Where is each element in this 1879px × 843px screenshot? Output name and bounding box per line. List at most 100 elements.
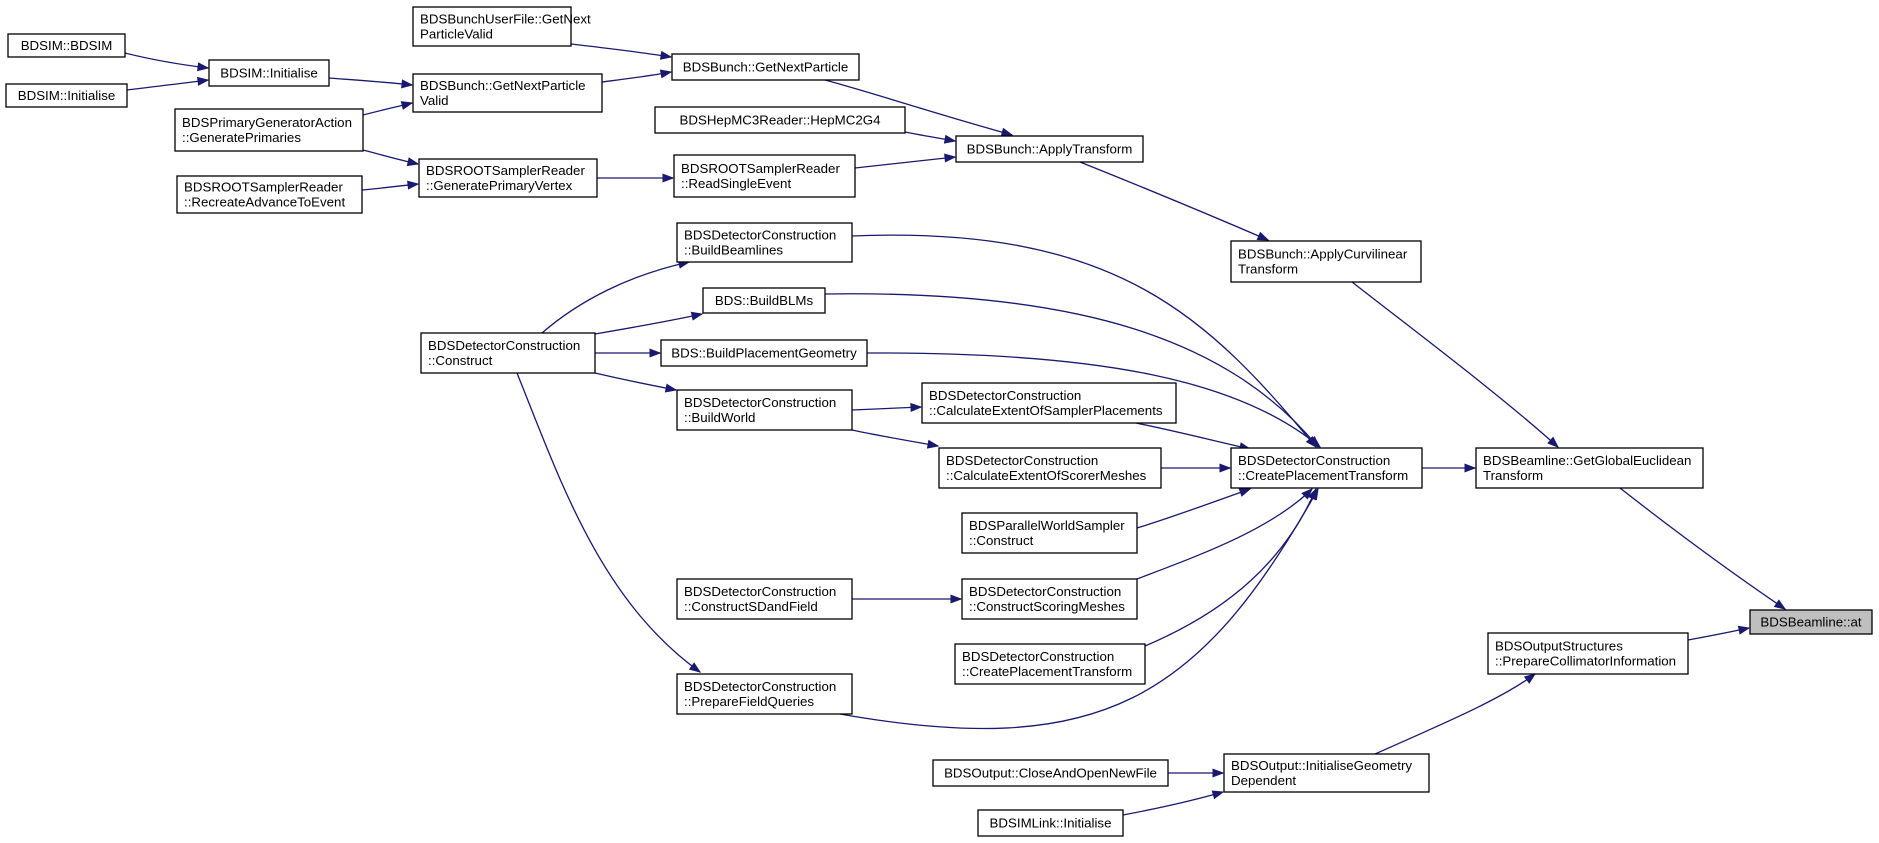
edge-dc_calcscorer-to-dc_createplacement (1161, 463, 1232, 473)
node-bds_buildblms[interactable]: BDS::BuildBLMs (702, 287, 826, 314)
node-box (954, 643, 1146, 685)
node-box (961, 578, 1138, 620)
edge-arrowhead (1773, 599, 1787, 610)
node-box (7, 33, 126, 58)
node-label-line: BDS::BuildPlacementGeometry (671, 346, 857, 361)
node-label-line: ::PrepareCollimatorInformation (1495, 654, 1676, 669)
node-dc_preparefield[interactable]: BDSDetectorConstruction::PrepareFieldQue… (676, 673, 853, 715)
node-bunch_applytransform[interactable]: BDSBunch::ApplyTransform (955, 135, 1144, 163)
edge-arrowhead (401, 79, 414, 89)
node-label-line: ::PrepareFieldQueries (684, 694, 814, 709)
node-box (5, 83, 128, 108)
node-rootsampler_recreate[interactable]: BDSROOTSamplerReader::RecreateAdvanceToE… (176, 175, 363, 214)
edge-line (839, 488, 1319, 730)
node-rootsampler_genvertex[interactable]: BDSROOTSamplerReader::GeneratePrimaryVer… (418, 158, 598, 198)
edge-output_closeopen-to-output_initgeom (1168, 768, 1225, 778)
node-rootsampler_readsingle[interactable]: BDSROOTSamplerReader::ReadSingleEvent (673, 154, 856, 198)
edge-bunch_applycurv-to-beamline_getglobal (1351, 281, 1560, 448)
node-dc_createplacement[interactable]: BDSDetectorConstruction::CreatePlacement… (1230, 447, 1423, 489)
edge-line (851, 429, 939, 447)
node-bds_buildplacement[interactable]: BDS::BuildPlacementGeometry (660, 339, 868, 367)
edge-arrowhead (1308, 487, 1319, 501)
node-pws_construct[interactable]: BDSParallelWorldSampler::Construct (961, 512, 1138, 554)
edge-bunch_getnextvalid-to-bunch_getnext (601, 69, 673, 83)
node-label-line: ::GeneratePrimaries (182, 130, 301, 145)
node-box (1223, 753, 1430, 793)
node-label-line: BDSOutput::InitialiseGeometry (1231, 758, 1412, 773)
node-dc_construct[interactable]: BDSDetectorConstruction::Construct (420, 332, 596, 374)
node-label-line: BDSDetectorConstruction (946, 453, 1098, 468)
edge-dc_preparefield-to-dc_createplacement (839, 487, 1319, 730)
node-dc_createplacement2[interactable]: BDSDetectorConstruction::CreatePlacement… (954, 643, 1146, 685)
edge-line (824, 79, 1013, 136)
edge-line (824, 293, 1319, 448)
edge-dc_construct-to-bds_buildplacement (595, 348, 662, 358)
edge-line (594, 372, 677, 391)
edge-line (1619, 487, 1786, 610)
node-dc_buildworld[interactable]: BDSDetectorConstruction::BuildWorld (676, 389, 853, 431)
node-bdsim_initialise[interactable]: BDSIM::Initialise (208, 59, 330, 87)
node-dc_calcscorer[interactable]: BDSDetectorConstruction::CalculateExtent… (938, 447, 1162, 489)
edge-arrowhead (926, 439, 940, 449)
edge-arrowhead (944, 153, 957, 163)
node-box (961, 512, 1138, 554)
node-beamline_at[interactable]: BDSBeamline::at (1749, 609, 1873, 635)
nodes-layer: BDSIM::BDSIMBDSIM::InitialiseBDSIM::Init… (5, 6, 1873, 837)
node-label-line: BDSIM::Initialise (220, 66, 318, 81)
node-dc_calcsampler[interactable]: BDSDetectorConstruction::CalculateExtent… (921, 382, 1177, 424)
edge-arrowhead (1523, 673, 1537, 684)
edge-arrowhead (406, 157, 420, 167)
node-box (1230, 240, 1422, 283)
edge-arrowhead (1256, 231, 1270, 241)
node-dc_constructsd[interactable]: BDSDetectorConstruction::ConstructSDandF… (676, 578, 853, 620)
node-label-line: BDSROOTSamplerReader (681, 161, 840, 176)
node-label-line: BDS::BuildBLMs (715, 293, 814, 308)
node-label-line: BDSDetectorConstruction (929, 388, 1081, 403)
node-hepmc3[interactable]: BDSHepMC3Reader::HepMC2G4 (654, 106, 906, 134)
edge-line (126, 79, 209, 91)
edge-line (516, 372, 701, 673)
node-bdsim_ctor[interactable]: BDSIM::BDSIM (7, 33, 126, 58)
edge-line (1136, 488, 1313, 580)
node-label-line: ::CalculateExtentOfSamplerPlacements (929, 403, 1163, 418)
edge-arrowhead (1211, 790, 1225, 800)
node-dc_buildbeamlines[interactable]: BDSDetectorConstruction::BuildBeamlines (676, 222, 853, 263)
node-bunch_getnext[interactable]: BDSBunch::GetNextParticle (671, 53, 860, 81)
node-box (1230, 447, 1423, 489)
node-box (174, 108, 364, 152)
edge-arrowhead (659, 50, 673, 60)
node-outstruct_prepare[interactable]: BDSOutputStructures::PrepareCollimatorIn… (1487, 632, 1689, 675)
node-label-line: ::Construct (969, 533, 1034, 548)
node-pga_generate[interactable]: BDSPrimaryGeneratorAction::GeneratePrima… (174, 108, 364, 152)
node-label-line: BDSDetectorConstruction (1238, 453, 1390, 468)
edge-pws_construct-to-dc_createplacement (1136, 488, 1252, 529)
node-box (1475, 447, 1704, 489)
node-label-line: BDSDetectorConstruction (428, 338, 580, 353)
node-output_closeopen[interactable]: BDSOutput::CloseAndOpenNewFile (932, 759, 1169, 787)
node-label-line: ::GeneratePrimaryVertex (426, 178, 573, 193)
edge-arrowhead (659, 69, 673, 79)
node-label-line: ::ConstructScoringMeshes (969, 599, 1125, 614)
edge-arrowhead (400, 101, 414, 110)
edge-rootsampler_genvertex-to-rootsampler_readsingle (597, 173, 675, 183)
node-box (673, 154, 856, 198)
node-label-line: ::BuildBeamlines (684, 243, 783, 258)
node-dc_constructscoring[interactable]: BDSDetectorConstruction::ConstructScorin… (961, 578, 1138, 620)
node-label-line: BDSROOTSamplerReader (184, 180, 343, 195)
edge-line (1136, 488, 1251, 529)
node-label-line: BDSDetectorConstruction (684, 395, 836, 410)
node-label-line: BDSBunchUserFile::GetNext (420, 12, 591, 27)
edge-pga_generate-to-bunch_getnextvalid (362, 101, 414, 116)
node-label-line: ::RecreateAdvanceToEvent (184, 195, 345, 210)
node-label-line: BDSDetectorConstruction (684, 584, 836, 599)
edge-bdsim_ctor-to-bdsim_initialise (124, 52, 210, 72)
edge-arrowhead (690, 311, 704, 321)
edge-dc_createplacement-to-beamline_getglobal (1422, 463, 1477, 473)
node-simlink_init[interactable]: BDSIMLink::Initialise (977, 809, 1124, 837)
node-bdsim_init2[interactable]: BDSIM::Initialise (5, 83, 128, 108)
